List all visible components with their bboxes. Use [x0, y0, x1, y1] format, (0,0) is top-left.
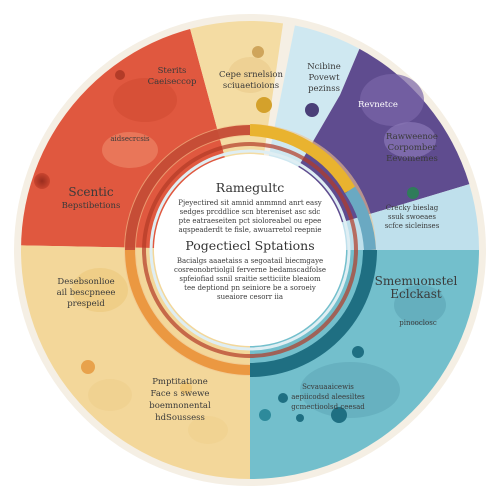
center-top-line: sedges prcddlice scn btereniset asc sdc — [180, 208, 321, 216]
red-top-sub: Caeiseccop — [148, 77, 197, 87]
teal-line: Scvauaaicewis — [302, 383, 354, 391]
top-blue-line: Povewt — [308, 73, 340, 83]
teal-line: gcmectioolsd ceesad — [291, 403, 365, 411]
teal-line: aepiicodsd aleesiltes — [291, 393, 365, 401]
bottom-cream-line: hdSoussess — [155, 413, 205, 423]
purple-top-label: Revnetce — [358, 100, 398, 110]
top-blue-line: pezinss — [308, 84, 340, 94]
center-top-line: aqspeaderdt te fisle, awuarretol reepnie — [179, 226, 322, 234]
center-bottom-lines: Bacialgs aaaetaiss a segoatail biecmgaye… — [174, 257, 326, 301]
center-disc — [154, 154, 346, 346]
left-cream-line: Desebsonlioe — [57, 277, 114, 287]
teal-subtitle: Eclckast — [390, 287, 442, 301]
top-blue-line: Ncibine — [307, 62, 341, 72]
center-title: Ramegultc — [216, 180, 284, 195]
center-bottom-line: spfeiofiad ssnil sraitie setticiite blea… — [179, 275, 321, 283]
top-cream-line: sciuaetioions — [223, 81, 279, 91]
center-bottom-line: tee deptiond pn seiniore be a soroeiy — [184, 284, 316, 292]
center-top-line: pte eatraeseiten pct sioloreabel ou epee — [179, 217, 322, 225]
red-top-label: Sterits — [158, 66, 187, 76]
purple-line: Rawweenoe — [386, 132, 438, 142]
right-sky-line: scfce sicleinses — [385, 222, 440, 230]
teal-title: Smemuonstel — [375, 274, 458, 288]
inner-rings — [124, 124, 377, 377]
center-top-lines: Pjeyectired sit amnid anmmnd anrt easy s… — [178, 199, 322, 234]
red-inner-label: aidsecrcsis — [110, 135, 150, 143]
bottom-cream-line: Pmptitatione — [152, 377, 208, 387]
center-subtitle: Pogectiecl Sptations — [185, 238, 314, 253]
decoration-spots — [34, 46, 446, 444]
center-bottom-line: Bacialgs aaaetaiss a segoatail biecmgaye — [177, 257, 323, 265]
red-subtitle: Bepstibetions — [62, 201, 121, 211]
left-cream-line: ail bescpneee — [57, 288, 116, 298]
left-cream-line: prespeid — [67, 299, 105, 309]
purple-line: Eevomemes — [386, 154, 438, 164]
top-cream-line: Cepe srnelsion — [219, 70, 284, 80]
right-sky-line: Crecky bieslag — [386, 204, 439, 212]
purple-line: Corpomber — [388, 143, 438, 153]
center-bottom-line: sueaiore cesorr iia — [217, 293, 283, 301]
center-bottom-line: cosreonobrtiolgil ferverne bedamscadfols… — [174, 266, 326, 274]
center-top-line: Pjeyectired sit amnid anmmnd anrt easy — [178, 199, 322, 207]
bottom-cream-line: Face s swewe — [151, 389, 210, 399]
right-sky-line: ssuk swoeaes — [388, 213, 436, 221]
red-title: Scentic — [68, 185, 113, 199]
bottom-cream-line: boemnonental — [149, 401, 211, 411]
teal-small-label: pinooclosc — [399, 319, 437, 327]
